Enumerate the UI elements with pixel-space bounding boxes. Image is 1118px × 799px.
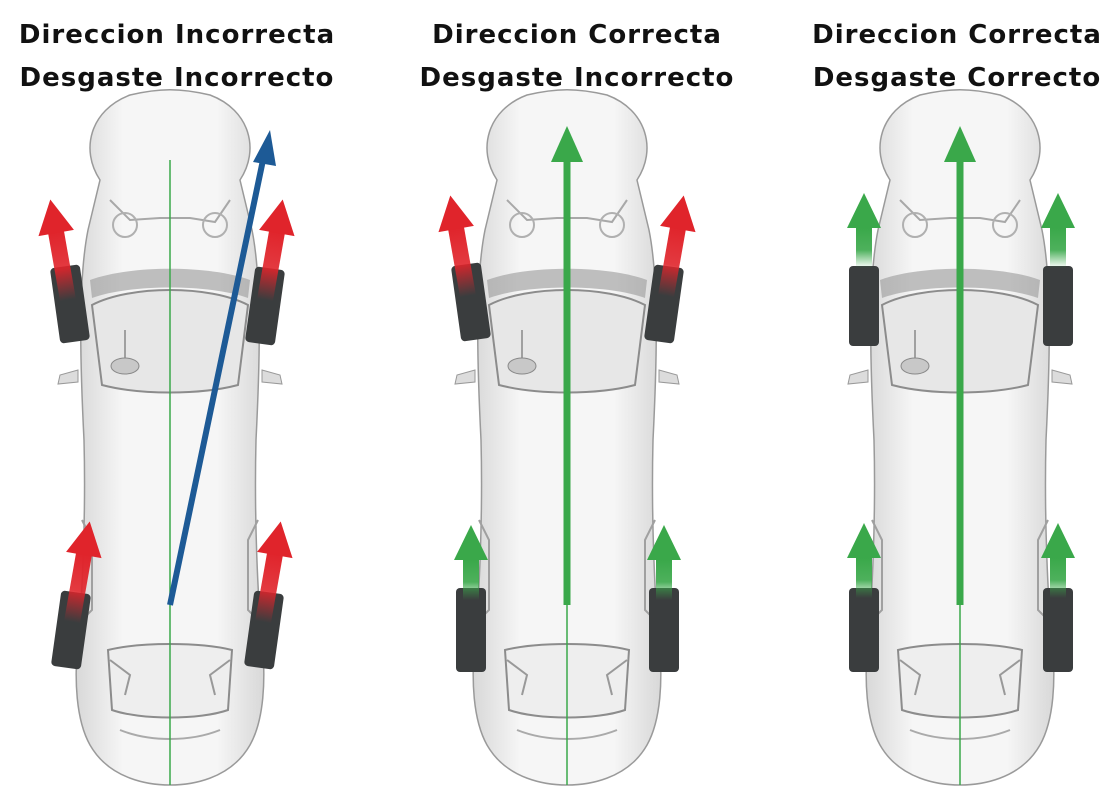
- panel-3-rear-right-wheel: [1043, 588, 1073, 672]
- panel-2-rear-left-wheel: [456, 588, 486, 672]
- panel-3-front-right-wheel: [1043, 266, 1073, 346]
- panel-3-front-left-wheel: [849, 266, 879, 346]
- panel-2-rear-right-wheel: [649, 588, 679, 672]
- panel-3-rear-left-wheel: [849, 588, 879, 672]
